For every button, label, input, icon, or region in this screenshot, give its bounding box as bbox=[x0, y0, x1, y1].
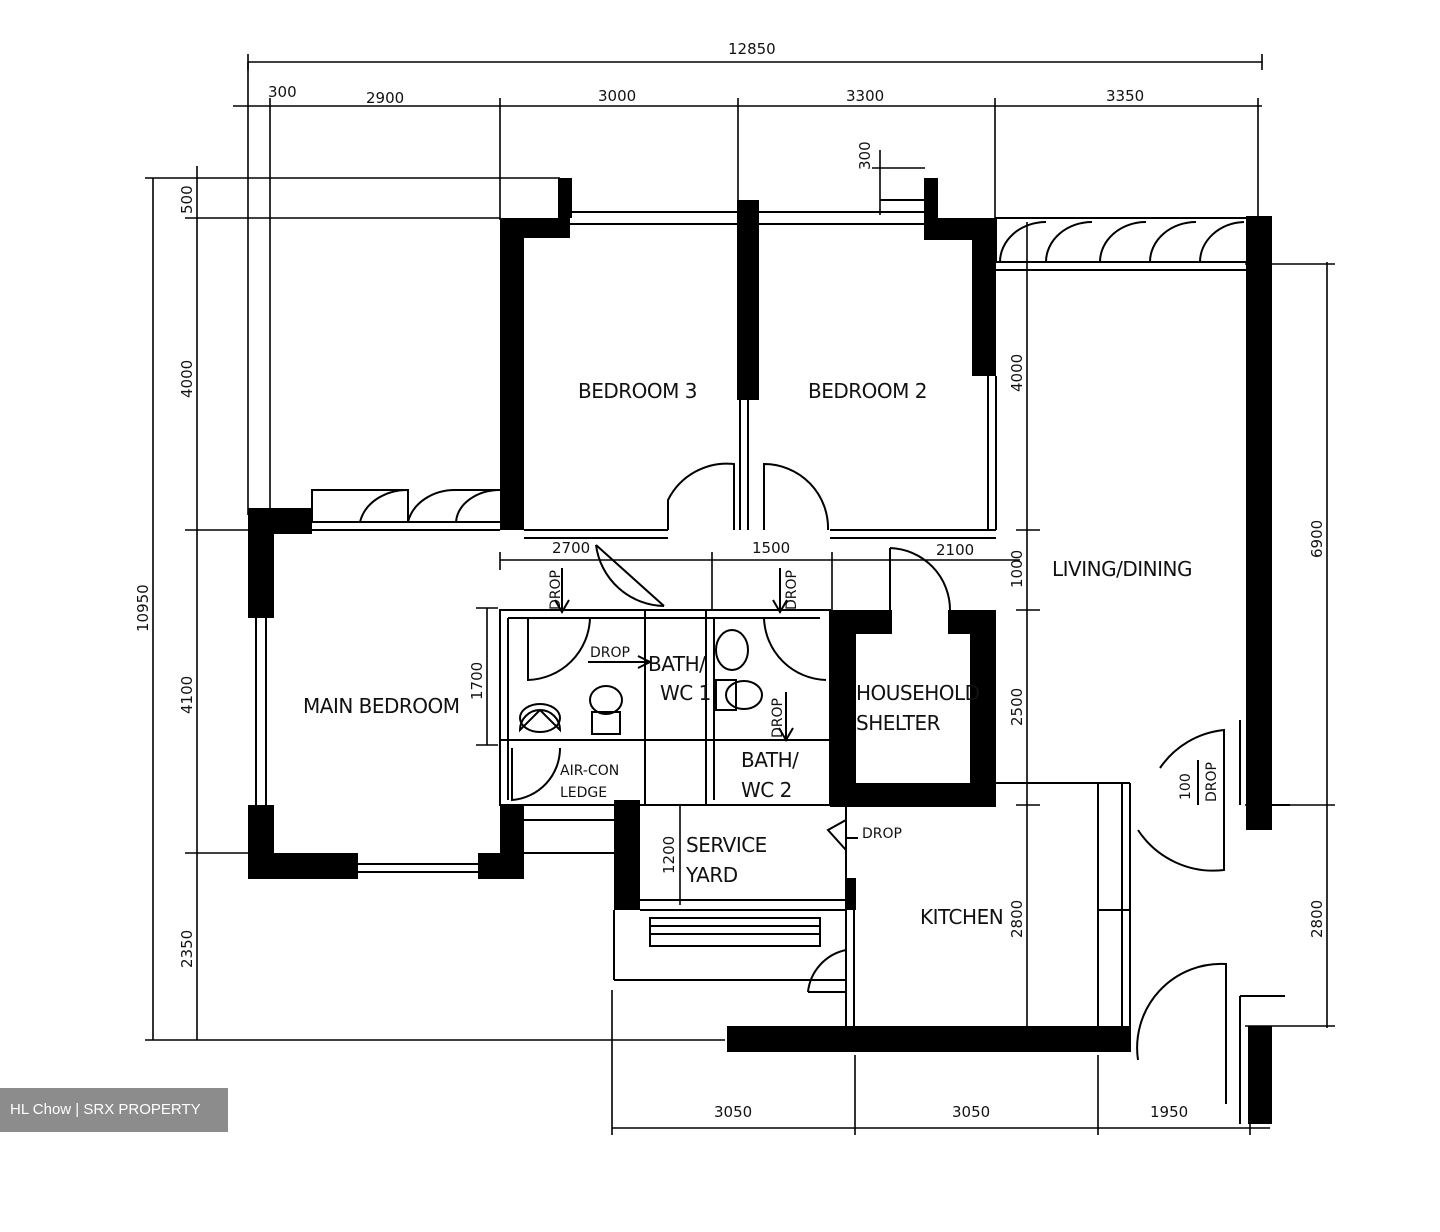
label-bedroom3: BEDROOM 3 bbox=[578, 379, 697, 403]
dim-mid-1700: 1700 bbox=[468, 662, 486, 700]
partitions bbox=[255, 199, 1290, 1124]
dim-mid-2100: 2100 bbox=[936, 541, 974, 559]
dim-bottom-3050a: 3050 bbox=[714, 1103, 752, 1121]
label-bath2-line2: WC 2 bbox=[741, 778, 792, 802]
fixtures bbox=[518, 629, 763, 735]
dim-mid-2800: 2800 bbox=[1008, 900, 1026, 938]
label-service-line2: YARD bbox=[685, 863, 738, 887]
dim-right-6900: 6900 bbox=[1308, 520, 1326, 558]
dimension-labels: 12850 300 2900 3000 3300 3350 300 500 40… bbox=[134, 40, 1326, 1121]
label-bedroom2: BEDROOM 2 bbox=[808, 379, 927, 403]
dim-top-3350: 3350 bbox=[1106, 87, 1144, 105]
label-service-line1: SERVICE bbox=[686, 833, 767, 857]
drop-bed3: DROP bbox=[548, 570, 564, 610]
drop-bed2: DROP bbox=[784, 570, 800, 610]
watermark-label: HL Chow | SRX PROPERTY bbox=[0, 1088, 228, 1132]
dim-mid-2700: 2700 bbox=[552, 539, 590, 557]
dim-top-3000: 3000 bbox=[598, 87, 636, 105]
label-main-bedroom: MAIN BEDROOM bbox=[303, 694, 460, 718]
dim-mid-2500: 2500 bbox=[1008, 688, 1026, 726]
doors bbox=[311, 217, 1246, 1104]
dim-right-2800: 2800 bbox=[1308, 900, 1326, 938]
label-aircon-line1: AIR-CON bbox=[560, 763, 619, 779]
drop-bath2: DROP bbox=[770, 698, 786, 738]
dim-mid-1200: 1200 bbox=[660, 836, 678, 874]
drop-entry: DROP bbox=[1204, 762, 1220, 802]
label-shelter-line2: SHELTER bbox=[856, 711, 941, 735]
dim-left-2350: 2350 bbox=[178, 930, 196, 968]
label-aircon-line2: LEDGE bbox=[560, 785, 607, 801]
dim-top-300: 300 bbox=[268, 83, 297, 101]
dim-bottom-3050b: 3050 bbox=[952, 1103, 990, 1121]
label-kitchen: KITCHEN bbox=[920, 905, 1003, 929]
drop-yard: DROP bbox=[862, 826, 902, 842]
dim-left-10950: 10950 bbox=[134, 584, 152, 632]
dim-left-500: 500 bbox=[178, 185, 196, 214]
drop-markers: DROP DROP DROP DROP DROP DROP bbox=[548, 568, 1220, 853]
dim-left-4100: 4100 bbox=[178, 676, 196, 714]
label-living-dining: LIVING/DINING bbox=[1052, 557, 1192, 581]
dim-mid-4000: 4000 bbox=[1008, 354, 1026, 392]
dim-mid-1500: 1500 bbox=[752, 539, 790, 557]
label-shelter-line1: HOUSEHOLD bbox=[856, 681, 980, 705]
dim-bay-300: 300 bbox=[856, 141, 874, 170]
dim-top-2900: 2900 bbox=[366, 89, 404, 107]
dim-left-4000: 4000 bbox=[178, 360, 196, 398]
dim-total-width: 12850 bbox=[728, 40, 776, 58]
label-bath1-line2: WC 1 bbox=[660, 681, 711, 705]
dim-entry-100: 100 bbox=[1178, 773, 1194, 800]
label-bath2-line1: BATH/ bbox=[741, 748, 799, 772]
dim-mid-1000: 1000 bbox=[1008, 550, 1026, 588]
walls bbox=[248, 178, 1272, 1124]
room-labels: BEDROOM 3 BEDROOM 2 LIVING/DINING MAIN B… bbox=[303, 379, 1192, 929]
drop-bath1: DROP bbox=[590, 645, 630, 661]
dim-bottom-1950: 1950 bbox=[1150, 1103, 1188, 1121]
dim-top-3300: 3300 bbox=[846, 87, 884, 105]
label-bath1-line1: BATH/ bbox=[648, 652, 706, 676]
